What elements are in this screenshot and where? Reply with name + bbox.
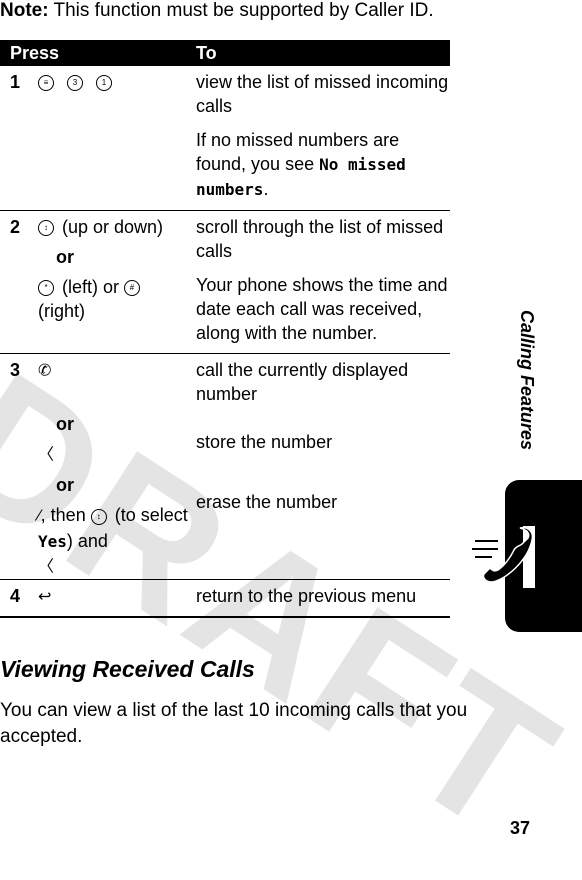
steps-table: Press To 1 ≡ 3 1 view the list of missed…	[0, 40, 450, 618]
to-cell: return to the previous menu	[196, 579, 450, 618]
table-row: 1 ≡ 3 1 view the list of missed incoming…	[0, 66, 450, 211]
press-text: (left) or	[62, 277, 120, 297]
page-number: 37	[510, 818, 531, 838]
note-text: This function must be supported by Calle…	[53, 0, 434, 21]
or-label: or	[56, 247, 74, 267]
back-key-icon: ↩	[38, 588, 52, 605]
step-number: 2	[0, 210, 38, 354]
to-text: If no missed numbers are found, you see …	[196, 128, 450, 202]
send-key-icon: ✆	[38, 362, 52, 380]
table-row: 4 ↩ return to the previous menu	[0, 579, 450, 618]
display-text: Yes	[38, 531, 67, 551]
or-label: or	[56, 475, 74, 496]
table-row: 2 ↕(up or down) or *(left) or # (right) …	[0, 210, 450, 354]
phone-handset-icon	[472, 526, 534, 583]
step-number: 1	[0, 66, 38, 211]
press-cell: ↩	[38, 579, 196, 618]
to-text: scroll through the list of missed calls	[196, 217, 444, 261]
star-key-icon: *	[38, 280, 54, 297]
softkey-icon: 〈	[38, 446, 55, 464]
press-text: (to select	[114, 505, 188, 526]
nav-key-icon: ↕	[90, 508, 107, 525]
chapter-label: Calling Features	[517, 310, 537, 451]
press-text: , then	[40, 505, 86, 526]
note-label: Note:	[0, 0, 49, 21]
key-3-icon: 3	[67, 75, 84, 92]
pound-key-icon: #	[124, 280, 141, 297]
body-paragraph: You can view a list of the last 10 incom…	[0, 700, 468, 747]
or-label: or	[56, 414, 74, 434]
table-header: Press To	[0, 40, 450, 66]
to-cell: call the currently displayed number stor…	[196, 353, 450, 580]
step-number: 4	[0, 579, 38, 618]
display-text: No missed numbers	[196, 155, 406, 199]
to-suffix: .	[263, 179, 269, 199]
to-text: call the currently displayed number	[196, 360, 409, 404]
note: Note: This function must be supported by…	[0, 0, 434, 22]
to-text: Your phone shows the time and date each …	[196, 275, 448, 343]
key-1-icon: 1	[96, 75, 113, 92]
press-text: (up or down)	[62, 217, 164, 237]
to-text-part: If no missed numbers are found, you see	[196, 130, 400, 174]
section-heading: Viewing Received Calls	[0, 656, 255, 682]
header-press: Press	[0, 40, 196, 66]
press-cell: ≡ 3 1	[38, 66, 196, 211]
press-cell: ✆ or 〈 or ∕, then ↕ (to select Yes) and 〈	[38, 353, 196, 580]
to-text: view the list of missed incoming calls	[196, 72, 449, 116]
press-text: (right)	[38, 301, 86, 321]
header-to: To	[196, 40, 450, 66]
to-text: return to the previous menu	[196, 585, 417, 606]
press-text: ) and	[66, 530, 108, 551]
press-cell: ↕ (up or down) or * (left) or # (right)	[38, 210, 196, 354]
to-cell: view the list of missed incoming calls I…	[196, 66, 450, 211]
softkey-icon: 〈	[38, 557, 55, 575]
nav-key-icon: ↕	[38, 220, 54, 237]
menu-key-icon: ≡	[38, 75, 54, 92]
to-text: store the number	[196, 432, 333, 452]
to-text: erase the number	[196, 492, 338, 512]
step-number: 3	[0, 353, 38, 580]
back-key-icon: ∕	[38, 507, 41, 525]
table-row: 3 ✆ or 〈 or ∕, then ↕ (to select Yes) and…	[0, 353, 450, 580]
to-cell: scroll through the list of missed calls …	[196, 210, 450, 354]
